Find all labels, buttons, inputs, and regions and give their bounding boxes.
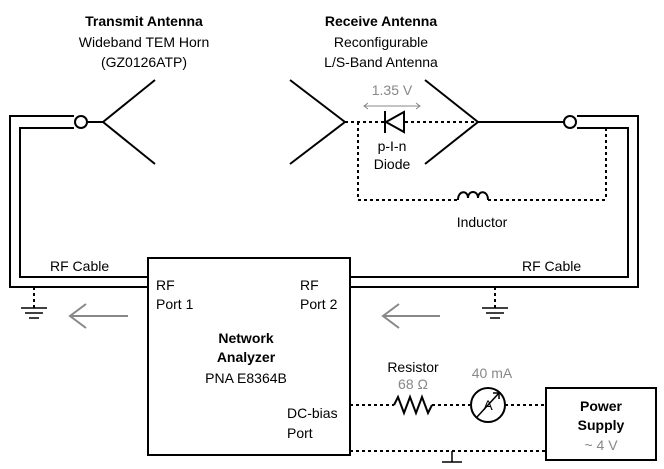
left-ground-icon — [21, 287, 47, 319]
transmit-antenna-title: Transmit Antenna — [85, 13, 203, 29]
receive-antenna-title: Receive Antenna — [325, 13, 438, 29]
power-supply-title-line2: Supply — [578, 417, 625, 433]
dc-bias-port-label-line1: DC-bias — [287, 405, 338, 421]
transmit-horn-antenna — [102, 79, 156, 165]
power-supply-voltage: ~ 4 V — [584, 437, 618, 453]
bottom-ground-icon — [442, 451, 462, 463]
right-ground-icon — [482, 287, 508, 319]
inductor-icon — [457, 191, 489, 201]
diode-label-line2: Diode — [374, 156, 411, 172]
port2-label-line2: Port 2 — [300, 296, 338, 312]
current-label: 40 mA — [472, 365, 513, 381]
left-connector-icon — [74, 115, 88, 129]
port2-label-line1: RF — [300, 277, 319, 293]
analyzer-model: PNA E8364B — [205, 370, 287, 386]
resistor-icon — [393, 394, 433, 416]
transmit-antenna-model: (GZ0126ATP) — [101, 54, 187, 70]
diode-label-line1: p-I-n — [378, 138, 407, 154]
power-supply-box — [545, 387, 657, 461]
network-analyzer-box — [147, 257, 351, 456]
inductor-bias-loop — [357, 122, 607, 201]
right-cable-label: RF Cable — [522, 258, 581, 274]
resistor-value: 68 Ω — [398, 376, 428, 392]
analyzer-title-line2: Analyzer — [217, 349, 276, 365]
right-signal-arrow-icon — [381, 303, 440, 329]
receive-antenna-band: L/S-Band Antenna — [324, 54, 438, 70]
pin-diode-icon — [383, 110, 405, 134]
dc-bias-port-label-line2: Port — [287, 425, 313, 441]
analyzer-title-line1: Network — [218, 330, 273, 346]
bias-voltage-label: 1.35 V — [372, 82, 413, 98]
left-rf-cable — [9, 115, 148, 288]
power-supply-title-line1: Power — [580, 398, 623, 414]
port1-label-line1: RF — [156, 277, 175, 293]
right-connector-icon — [563, 115, 577, 129]
receive-antenna-type: Reconfigurable — [334, 34, 428, 50]
port1-label-line2: Port 1 — [156, 296, 194, 312]
ammeter-icon: A — [470, 387, 506, 423]
inductor-label: Inductor — [457, 214, 508, 230]
transmit-antenna-type: Wideband TEM Horn — [79, 34, 209, 50]
left-cable-label: RF Cable — [50, 258, 109, 274]
resistor-label: Resistor — [387, 359, 439, 375]
bias-voltage-indicator: 1.35 V — [363, 82, 421, 110]
left-signal-arrow-icon — [68, 303, 128, 329]
receive-antenna — [289, 79, 479, 165]
receive-antenna-labels: Receive Antenna Reconfigurable L/S-Band … — [324, 13, 438, 70]
transmit-antenna-labels: Transmit Antenna Wideband TEM Horn (GZ01… — [79, 13, 209, 70]
